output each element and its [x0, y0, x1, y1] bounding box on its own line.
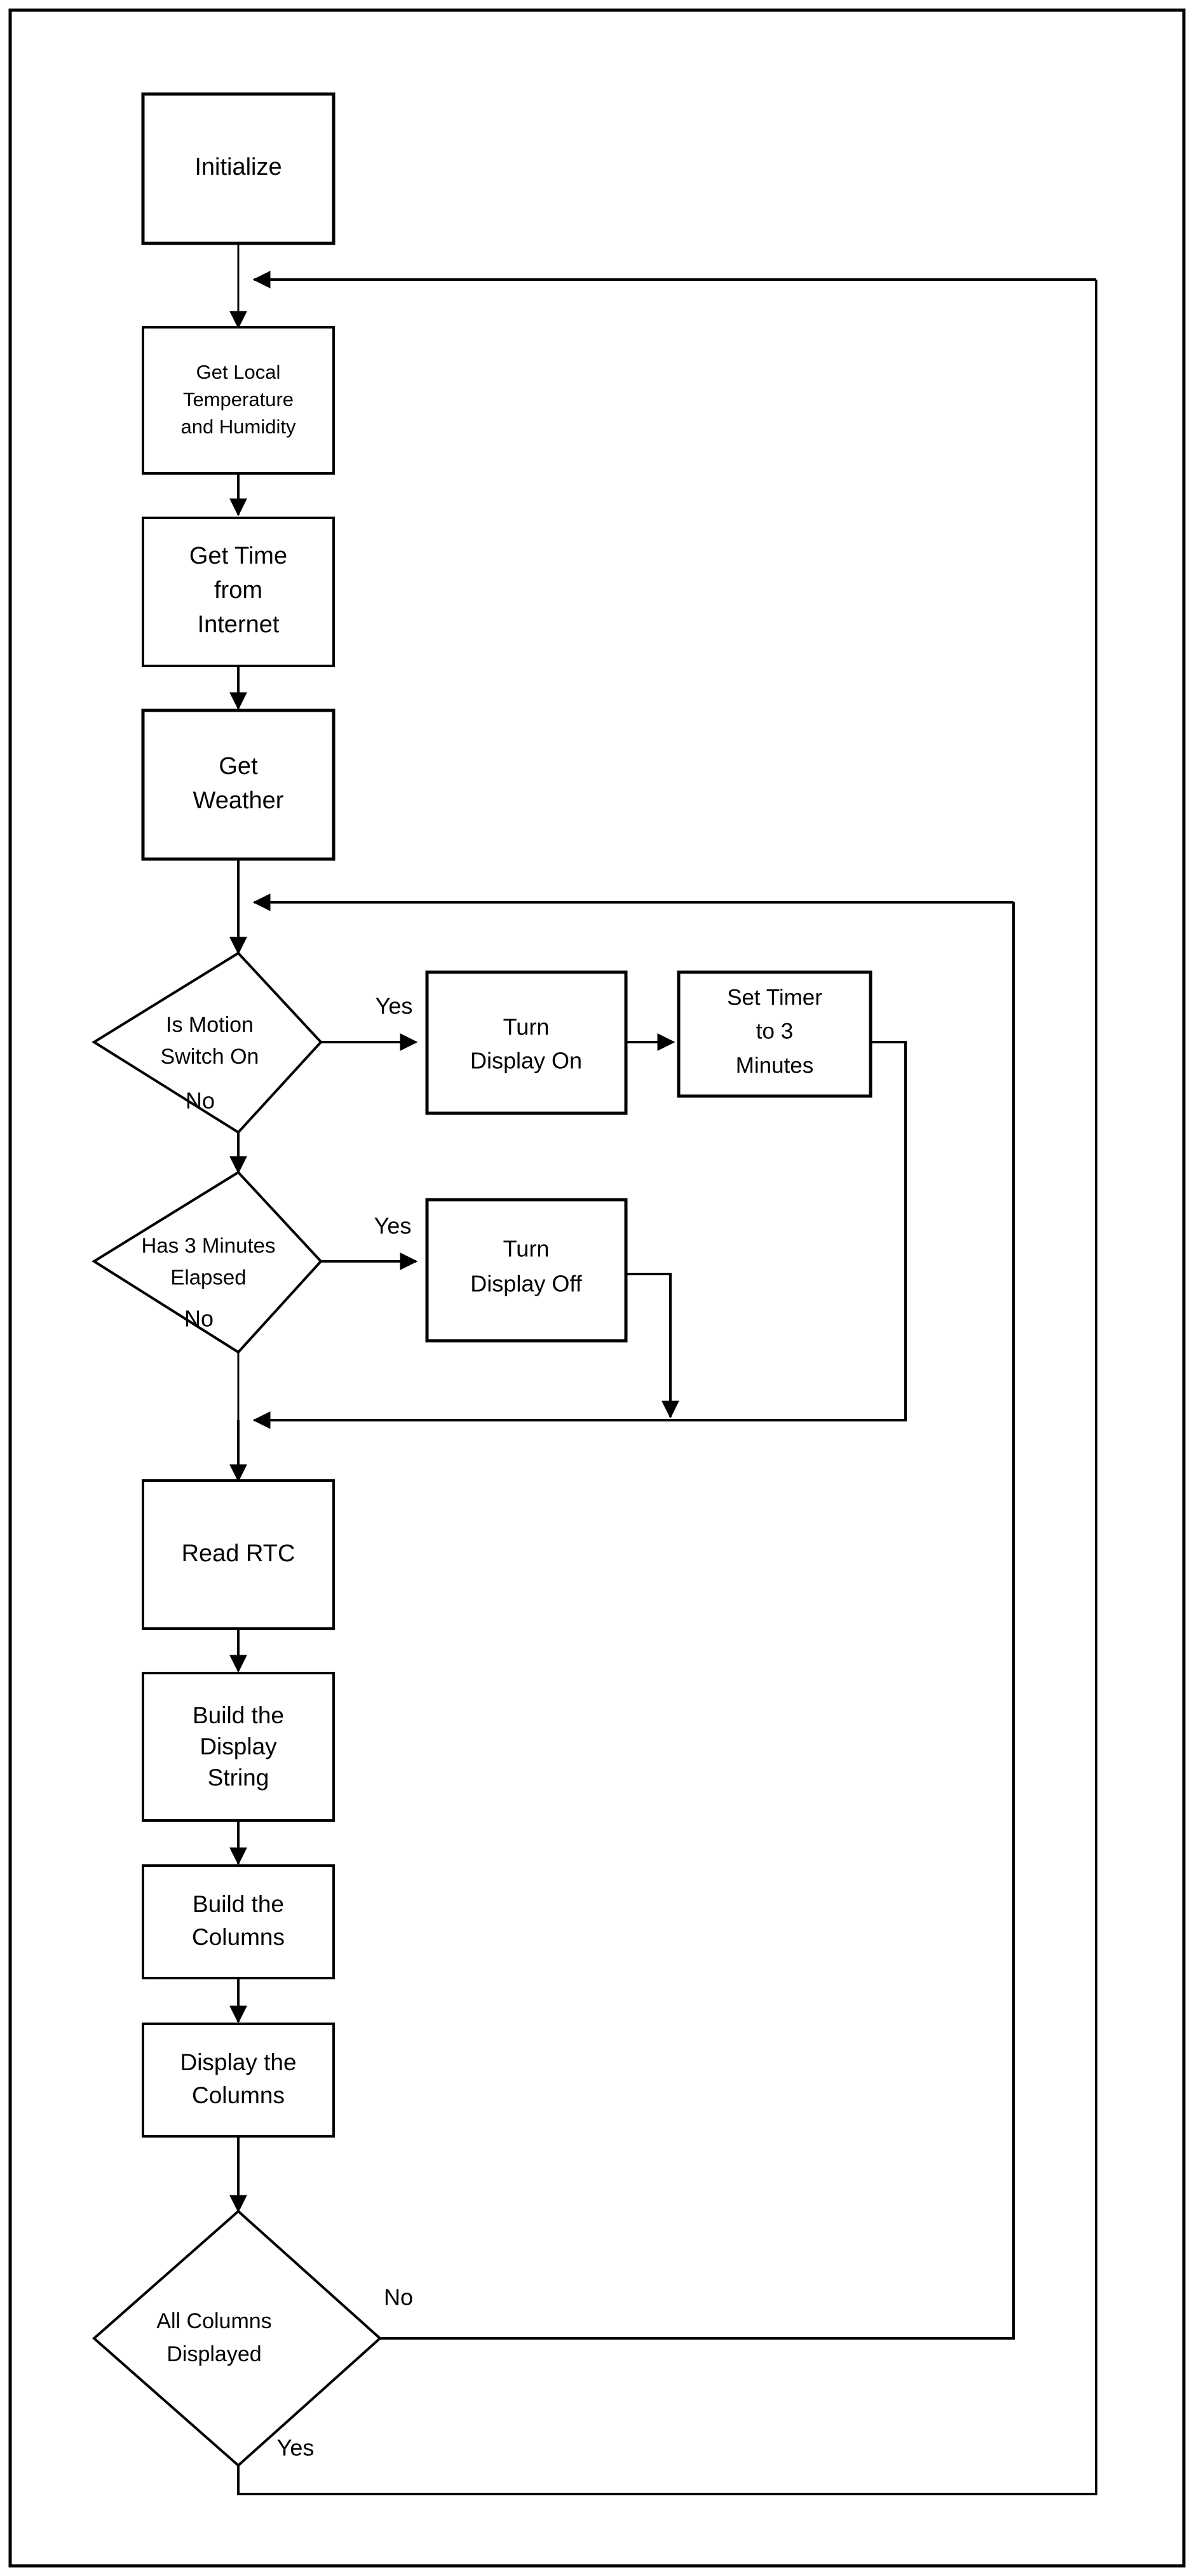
node-set-timer-line-2: Minutes	[736, 1053, 814, 1078]
node-all-columns-line-1: Displayed	[166, 2342, 261, 2366]
edge-label-motion-yes: Yes	[376, 993, 413, 1019]
node-get-local-temp-line-2: and Humidity	[181, 416, 296, 438]
node-display-columns-line-1: Columns	[192, 2082, 285, 2108]
node-get-time-line-2: Internet	[198, 611, 280, 638]
node-initialize[interactable]: Initialize	[141, 92, 336, 245]
node-set-timer[interactable]: Set Timer to 3 Minutes	[677, 970, 872, 1098]
edge-displayoff-to-lowmerge	[626, 1273, 679, 1419]
node-turn-display-on[interactable]: Turn Display On	[425, 970, 628, 1115]
node-read-rtc[interactable]: Read RTC	[142, 1479, 335, 1630]
node-has-3-min-line-1: Elapsed	[170, 1266, 246, 1289]
node-turn-display-off[interactable]: Turn Display Off	[425, 1198, 628, 1343]
decision-diamond-has-3-min	[92, 1170, 323, 1354]
node-set-timer-line-1: to 3	[756, 1019, 793, 1043]
edge-settimer-to-lowmerge	[252, 1041, 907, 1429]
edge-label-motion-no: No	[186, 1088, 215, 1114]
edge-label-columns-yes: Yes	[277, 2435, 315, 2461]
node-all-columns[interactable]: All Columns Displayed	[92, 2209, 382, 2467]
edge-label-columns-no: No	[384, 2284, 413, 2310]
node-get-weather-line-1: Weather	[193, 787, 284, 814]
edge-label-elapsed-yes: Yes	[374, 1213, 412, 1239]
node-read-rtc-line-0: Read RTC	[182, 1540, 295, 1567]
node-display-columns-line-0: Display the	[180, 2049, 296, 2075]
node-build-string[interactable]: Build the Display String	[142, 1672, 335, 1822]
node-build-string-line-2: String	[208, 1765, 269, 1791]
node-initialize-line-0: Initialize	[194, 154, 282, 180]
node-get-weather[interactable]: Get Weather	[141, 708, 336, 861]
node-all-columns-line-0: All Columns	[156, 2309, 271, 2333]
node-set-timer-line-0: Set Timer	[727, 985, 822, 1010]
node-get-local-temp-line-0: Get Local	[196, 361, 281, 383]
node-is-motion-line-0: Is Motion	[166, 1013, 254, 1037]
node-is-motion-line-1: Switch On	[161, 1045, 259, 1069]
node-display-columns[interactable]: Display the Columns	[142, 2023, 335, 2138]
node-turn-display-on-line-1: Display On	[470, 1048, 582, 1074]
node-get-local-temp[interactable]: Get Local Temperature and Humidity	[142, 326, 335, 475]
node-get-time-line-1: from	[214, 577, 262, 604]
node-turn-display-off-line-0: Turn	[503, 1236, 550, 1262]
node-turn-display-on-line-0: Turn	[503, 1014, 550, 1040]
edge-columns-yes	[237, 280, 1097, 2495]
decision-diamond-all-columns	[92, 2209, 382, 2467]
node-get-local-temp-line-1: Temperature	[183, 388, 294, 410]
node-is-motion-switch[interactable]: Is Motion Switch On	[92, 951, 323, 1134]
connector-layer	[229, 243, 1097, 2495]
node-build-string-line-1: Display	[200, 1733, 277, 1759]
node-has-3-minutes[interactable]: Has 3 Minutes Elapsed	[92, 1170, 323, 1354]
node-get-time[interactable]: Get Time from Internet	[142, 517, 335, 667]
edge-columns-no	[380, 902, 1015, 2340]
node-build-string-line-0: Build the	[193, 1702, 284, 1728]
node-build-columns-line-1: Columns	[192, 1924, 285, 1950]
node-get-time-line-0: Get Time	[189, 543, 287, 569]
node-build-columns[interactable]: Build the Columns	[142, 1864, 335, 1979]
edge-label-elapsed-no: No	[184, 1306, 214, 1332]
decision-diamond-is-motion	[92, 951, 323, 1134]
node-get-weather-line-0: Get	[219, 753, 258, 780]
node-has-3-min-line-0: Has 3 Minutes	[142, 1234, 276, 1257]
node-build-columns-line-0: Build the	[193, 1891, 284, 1917]
node-turn-display-off-line-1: Display Off	[470, 1271, 582, 1297]
